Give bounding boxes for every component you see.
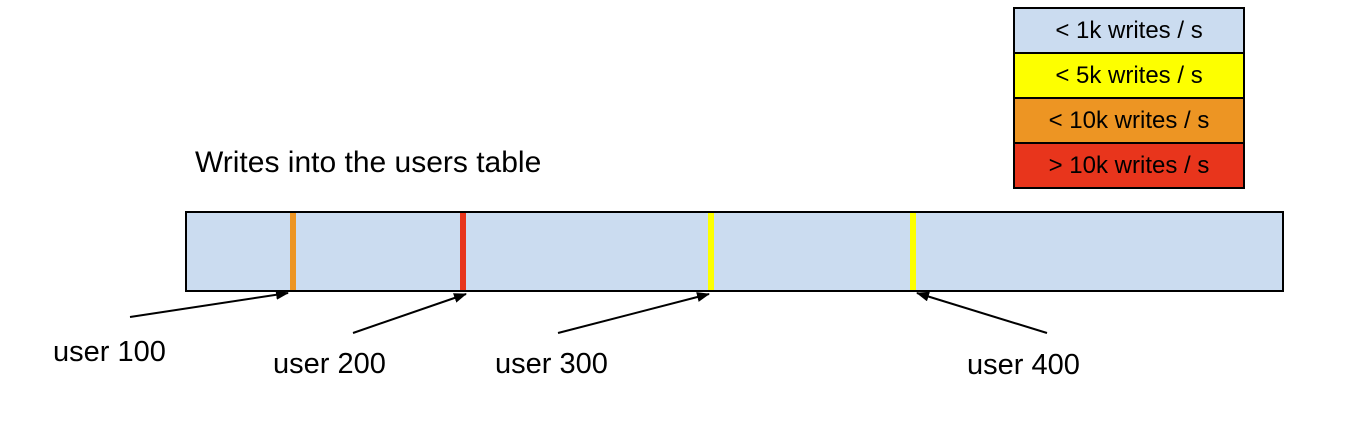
label-user-100: user 100: [53, 336, 166, 368]
marker-user-200: [460, 213, 466, 290]
label-user-300: user 300: [495, 348, 608, 380]
marker-user-100: [290, 213, 296, 290]
arrow-user-300: [557, 292, 710, 334]
legend-item-lt-10k: < 10k writes / s: [1013, 97, 1245, 144]
arrow-user-200: [352, 293, 467, 334]
label-user-200: user 200: [273, 348, 386, 380]
label-user-400: user 400: [967, 349, 1080, 381]
legend-label-lt-5k: < 5k writes / s: [1055, 61, 1203, 89]
legend-label-lt-1k: < 1k writes / s: [1055, 16, 1203, 44]
arrow-user-100: [129, 289, 289, 318]
legend-item-lt-5k: < 5k writes / s: [1013, 52, 1245, 99]
legend-label-gt-10k: > 10k writes / s: [1048, 151, 1210, 179]
legend-item-gt-10k: > 10k writes / s: [1013, 142, 1245, 189]
marker-user-400: [910, 213, 916, 290]
marker-user-300: [708, 213, 714, 290]
arrow-user-400: [916, 291, 1048, 334]
legend-item-lt-1k: < 1k writes / s: [1013, 7, 1245, 54]
users-table-keyspace-bar: [185, 211, 1284, 292]
legend-label-lt-10k: < 10k writes / s: [1048, 106, 1210, 134]
legend: < 1k writes / s < 5k writes / s < 10k wr…: [1013, 7, 1245, 189]
page-title: Writes into the users table: [195, 146, 542, 179]
